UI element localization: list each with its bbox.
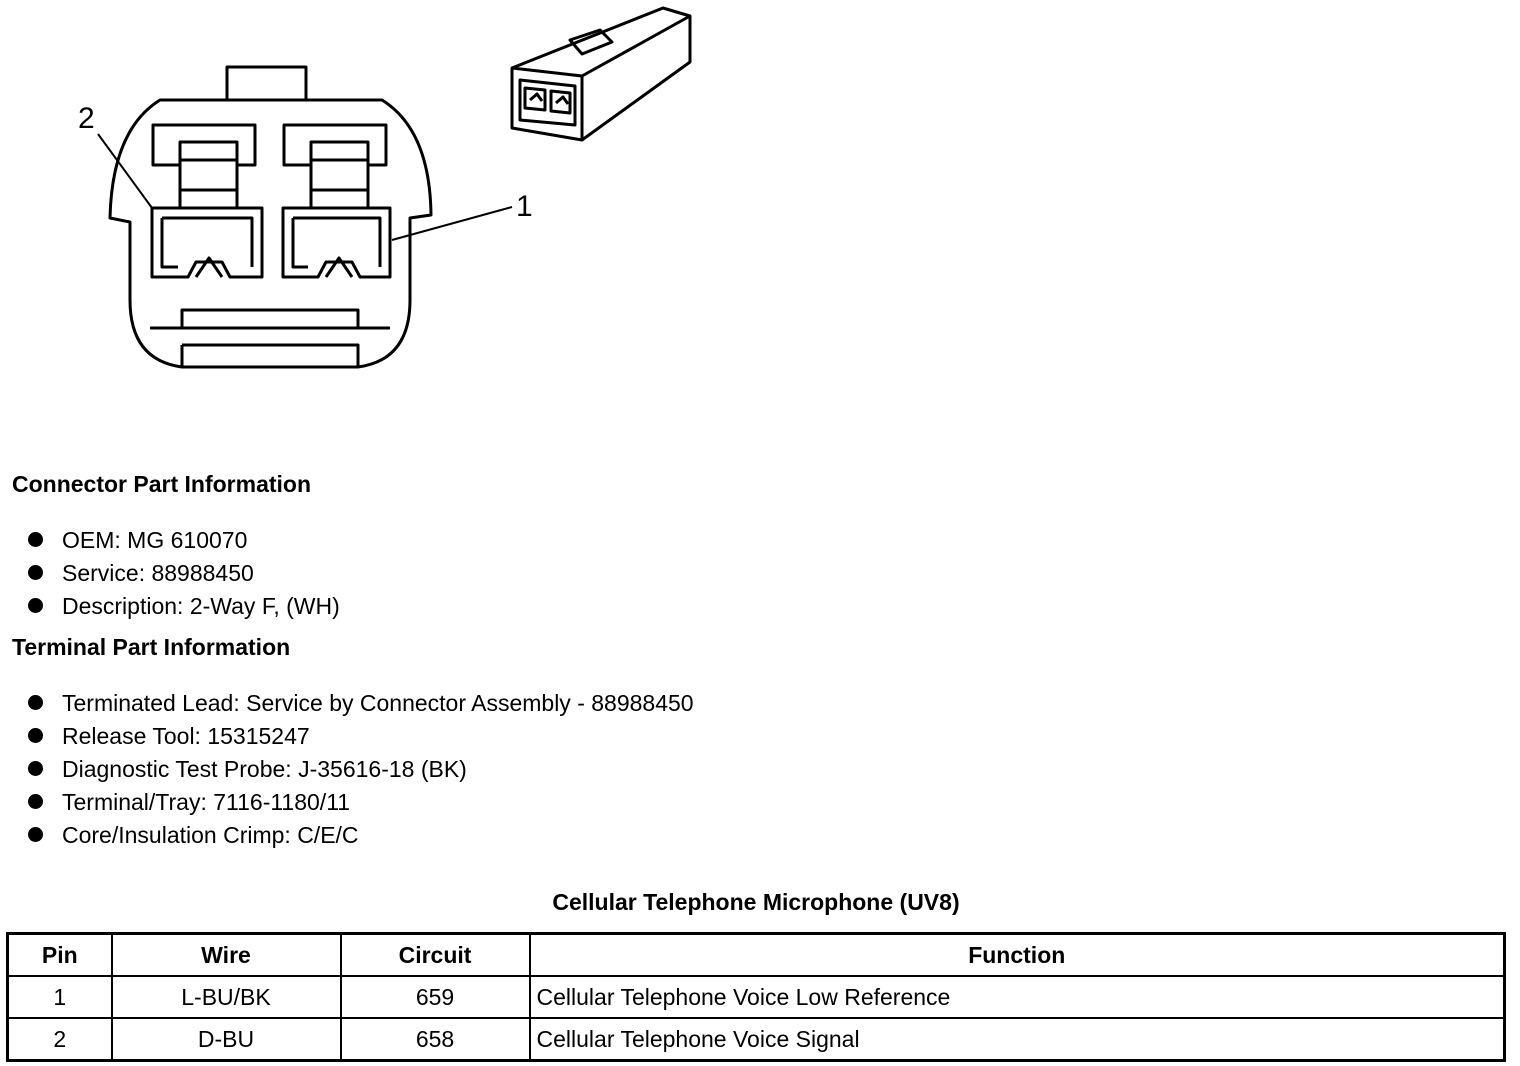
list-item: Description: 2-Way F, (WH)	[28, 589, 340, 622]
bullet-icon	[28, 794, 43, 809]
terminal-cavity-1	[281, 123, 392, 279]
connector-bottom-key	[150, 308, 390, 367]
terminal-cavity-2	[150, 123, 264, 279]
cell-pin: 2	[6, 1017, 113, 1062]
list-item: Service: 88988450	[28, 556, 340, 589]
list-item: Core/Insulation Crimp: C/E/C	[28, 818, 694, 851]
column-header-wire: Wire	[110, 932, 342, 977]
list-item-text: Core/Insulation Crimp: C/E/C	[62, 821, 359, 848]
bullet-icon	[28, 598, 43, 613]
cell-function: Cellular Telephone Voice Low Reference	[528, 975, 1506, 1019]
pinout-table-caption: Cellular Telephone Microphone (UV8)	[552, 889, 960, 915]
list-item: Terminated Lead: Service by Connector As…	[28, 686, 694, 719]
list-item-text: Diagnostic Test Probe: J-35616-18 (BK)	[62, 755, 467, 782]
bullet-icon	[28, 695, 43, 710]
column-header-function: Function	[528, 932, 1506, 977]
table-row: 1 L-BU/BK 659 Cellular Telephone Voice L…	[6, 975, 1506, 1019]
connector-face-diagram: 2 1	[78, 6, 692, 369]
cell-function: Cellular Telephone Voice Signal	[528, 1017, 1506, 1062]
callout-label-2: 2	[78, 102, 95, 135]
pinout-table: Pin Wire Circuit Function 1 L-BU/BK 659 …	[6, 932, 1506, 1062]
list-item-text: Release Tool: 15315247	[62, 722, 310, 749]
list-item: Terminal/Tray: 7116-1180/11	[28, 785, 694, 818]
cell-circuit: 658	[339, 1017, 531, 1062]
connector-part-info-list: OEM: MG 610070 Service: 88988450 Descrip…	[28, 523, 340, 622]
terminal-part-info-heading: Terminal Part Information	[12, 634, 291, 660]
table-header-row: Pin Wire Circuit Function	[6, 932, 1506, 977]
list-item-text: Terminal/Tray: 7116-1180/11	[62, 788, 351, 815]
bullet-icon	[28, 761, 43, 776]
callout-leader-1	[391, 206, 513, 241]
column-header-pin: Pin	[6, 932, 113, 977]
column-header-circuit: Circuit	[339, 932, 531, 977]
list-item: Diagnostic Test Probe: J-35616-18 (BK)	[28, 752, 694, 785]
bullet-icon	[28, 827, 43, 842]
connector-part-info-heading: Connector Part Information	[12, 471, 312, 497]
list-item-text: Terminated Lead: Service by Connector As…	[62, 689, 694, 716]
list-item-text: Service: 88988450	[62, 559, 254, 586]
connector-latch-tab	[225, 65, 308, 100]
cell-circuit: 659	[339, 975, 531, 1019]
table-row: 2 D-BU 658 Cellular Telephone Voice Sign…	[6, 1017, 1506, 1062]
terminal-part-info-list: Terminated Lead: Service by Connector As…	[28, 686, 694, 851]
bullet-icon	[28, 532, 43, 547]
cell-pin: 1	[6, 975, 113, 1019]
bullet-icon	[28, 728, 43, 743]
list-item: Release Tool: 15315247	[28, 719, 694, 752]
cell-wire: D-BU	[110, 1017, 342, 1062]
cell-wire: L-BU/BK	[110, 975, 342, 1019]
list-item: OEM: MG 610070	[28, 523, 340, 556]
bullet-icon	[28, 565, 43, 580]
callout-leader-2	[97, 133, 153, 209]
callout-label-1: 1	[516, 190, 533, 223]
list-item-text: Description: 2-Way F, (WH)	[62, 592, 340, 619]
connector-isometric-view	[510, 6, 692, 142]
list-item-text: OEM: MG 610070	[62, 526, 248, 553]
